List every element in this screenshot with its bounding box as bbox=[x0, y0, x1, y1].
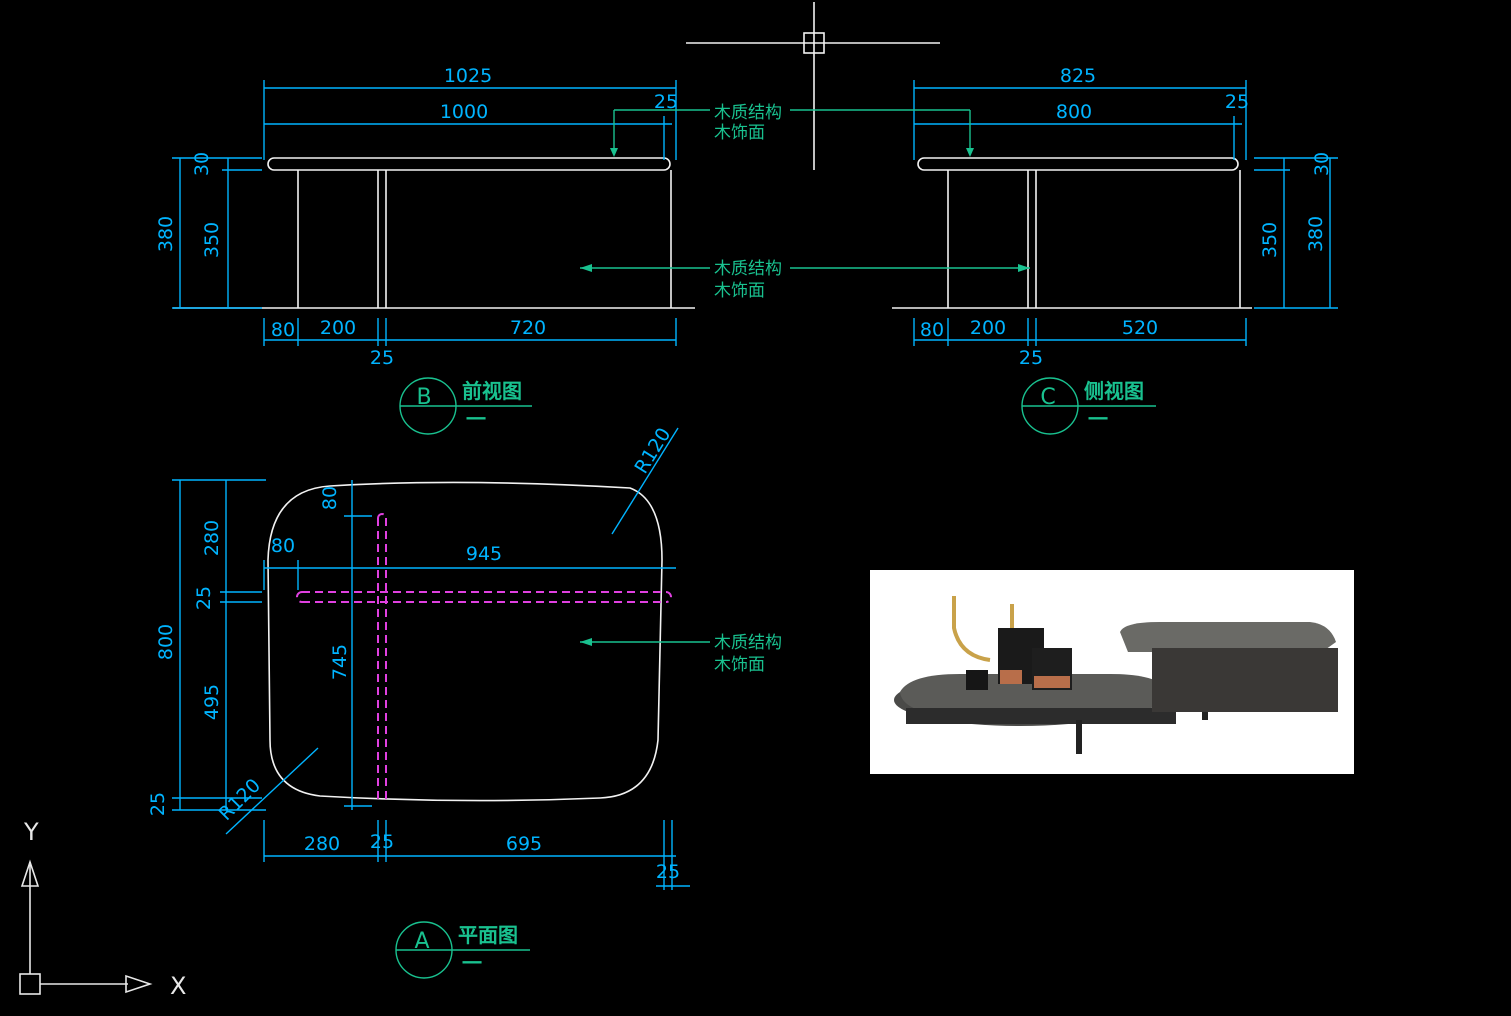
plan-note-line1: 木质结构 bbox=[714, 633, 782, 653]
front-view-letter: B bbox=[416, 385, 431, 410]
side-view-letter: C bbox=[1040, 385, 1055, 410]
product-reference-image bbox=[870, 570, 1354, 774]
front-top-width: 1000 bbox=[440, 101, 488, 123]
plan-left-total: 800 bbox=[155, 624, 177, 660]
front-overall-width: 1025 bbox=[444, 65, 492, 87]
front-seg-c: 720 bbox=[510, 317, 546, 339]
plan-outline bbox=[267, 481, 663, 802]
plan-inner-horizontal: 945 bbox=[466, 543, 502, 565]
side-total-height: 380 bbox=[1305, 216, 1327, 252]
side-seg-b: 200 bbox=[970, 317, 1006, 339]
plan-bottom-b: 25 bbox=[370, 831, 394, 853]
front-view-label[interactable]: B 前视图 一 bbox=[399, 377, 532, 435]
plan-inner-top: 80 bbox=[319, 486, 341, 510]
front-seg-b: 200 bbox=[320, 317, 356, 339]
plan-view-label[interactable]: A 平面图 一 bbox=[395, 921, 530, 979]
front-outline bbox=[173, 157, 695, 309]
x-axis-label: X bbox=[170, 972, 186, 1000]
plan-left-a: 280 bbox=[201, 520, 223, 556]
plan-bottom-a: 280 bbox=[304, 833, 340, 855]
plan-inner-vertical: 745 bbox=[329, 644, 351, 680]
plan-radius-bottom: R120 bbox=[214, 774, 265, 825]
plan-left-d: 25 bbox=[147, 792, 169, 816]
front-leg-height: 350 bbox=[201, 222, 223, 258]
front-view: 1025 1000 25 380 350 30 80 200 720 25 木质… bbox=[155, 65, 782, 435]
front-seg-a: 80 bbox=[271, 319, 295, 341]
side-leg-height: 350 bbox=[1259, 222, 1281, 258]
front-overhang: 25 bbox=[654, 91, 678, 113]
side-view: 825 800 25 350 380 30 80 200 520 25 C 侧视… bbox=[790, 65, 1338, 435]
front-seg-d: 25 bbox=[370, 347, 394, 369]
side-seg-a: 80 bbox=[920, 319, 944, 341]
front-leg-note-line2: 木饰面 bbox=[714, 281, 765, 301]
ucs-axis-icon: Y X bbox=[19, 818, 186, 1000]
plan-bottom-c: 695 bbox=[506, 833, 542, 855]
side-thickness: 30 bbox=[1311, 152, 1333, 176]
front-note-line1: 木质结构 bbox=[714, 103, 782, 123]
plan-left-c: 495 bbox=[201, 684, 223, 720]
plan-left-b: 25 bbox=[193, 586, 215, 610]
crosshair-cursor bbox=[686, 2, 940, 170]
plan-radius-top: R120 bbox=[630, 424, 675, 478]
y-axis-label: Y bbox=[23, 818, 39, 846]
plan-view-title: 平面图 bbox=[458, 923, 518, 947]
plan-hidden-legs bbox=[296, 513, 672, 804]
front-note-line2: 木饰面 bbox=[714, 123, 765, 143]
front-total-height: 380 bbox=[155, 216, 177, 252]
coffee-table-render bbox=[894, 596, 1338, 754]
plan-dimension-lines bbox=[172, 427, 710, 890]
side-view-label[interactable]: C 侧视图 一 bbox=[1021, 377, 1156, 435]
side-seg-d: 25 bbox=[1019, 347, 1043, 369]
front-view-scale: 一 bbox=[466, 407, 486, 431]
front-view-title: 前视图 bbox=[462, 379, 522, 403]
side-top-width: 800 bbox=[1056, 101, 1092, 123]
plan-view-letter: A bbox=[414, 929, 429, 954]
front-thickness: 30 bbox=[191, 152, 213, 176]
side-dimension-lines bbox=[790, 80, 1338, 346]
side-view-title: 侧视图 bbox=[1084, 379, 1144, 403]
side-seg-c: 520 bbox=[1122, 317, 1158, 339]
plan-note-line2: 木饰面 bbox=[714, 655, 765, 675]
side-overhang: 25 bbox=[1225, 91, 1249, 113]
plan-bottom-d: 25 bbox=[656, 861, 680, 883]
plan-view-scale: 一 bbox=[462, 951, 482, 975]
plan-view: R120 R120 800 280 25 495 25 80 745 80 94… bbox=[147, 424, 782, 979]
side-view-scale: 一 bbox=[1088, 407, 1108, 431]
plan-inner-left: 80 bbox=[271, 535, 295, 557]
side-outline bbox=[892, 157, 1252, 309]
front-dimension-lines bbox=[172, 80, 710, 346]
side-overall-width: 825 bbox=[1060, 65, 1096, 87]
front-leg-note-line1: 木质结构 bbox=[714, 259, 782, 279]
